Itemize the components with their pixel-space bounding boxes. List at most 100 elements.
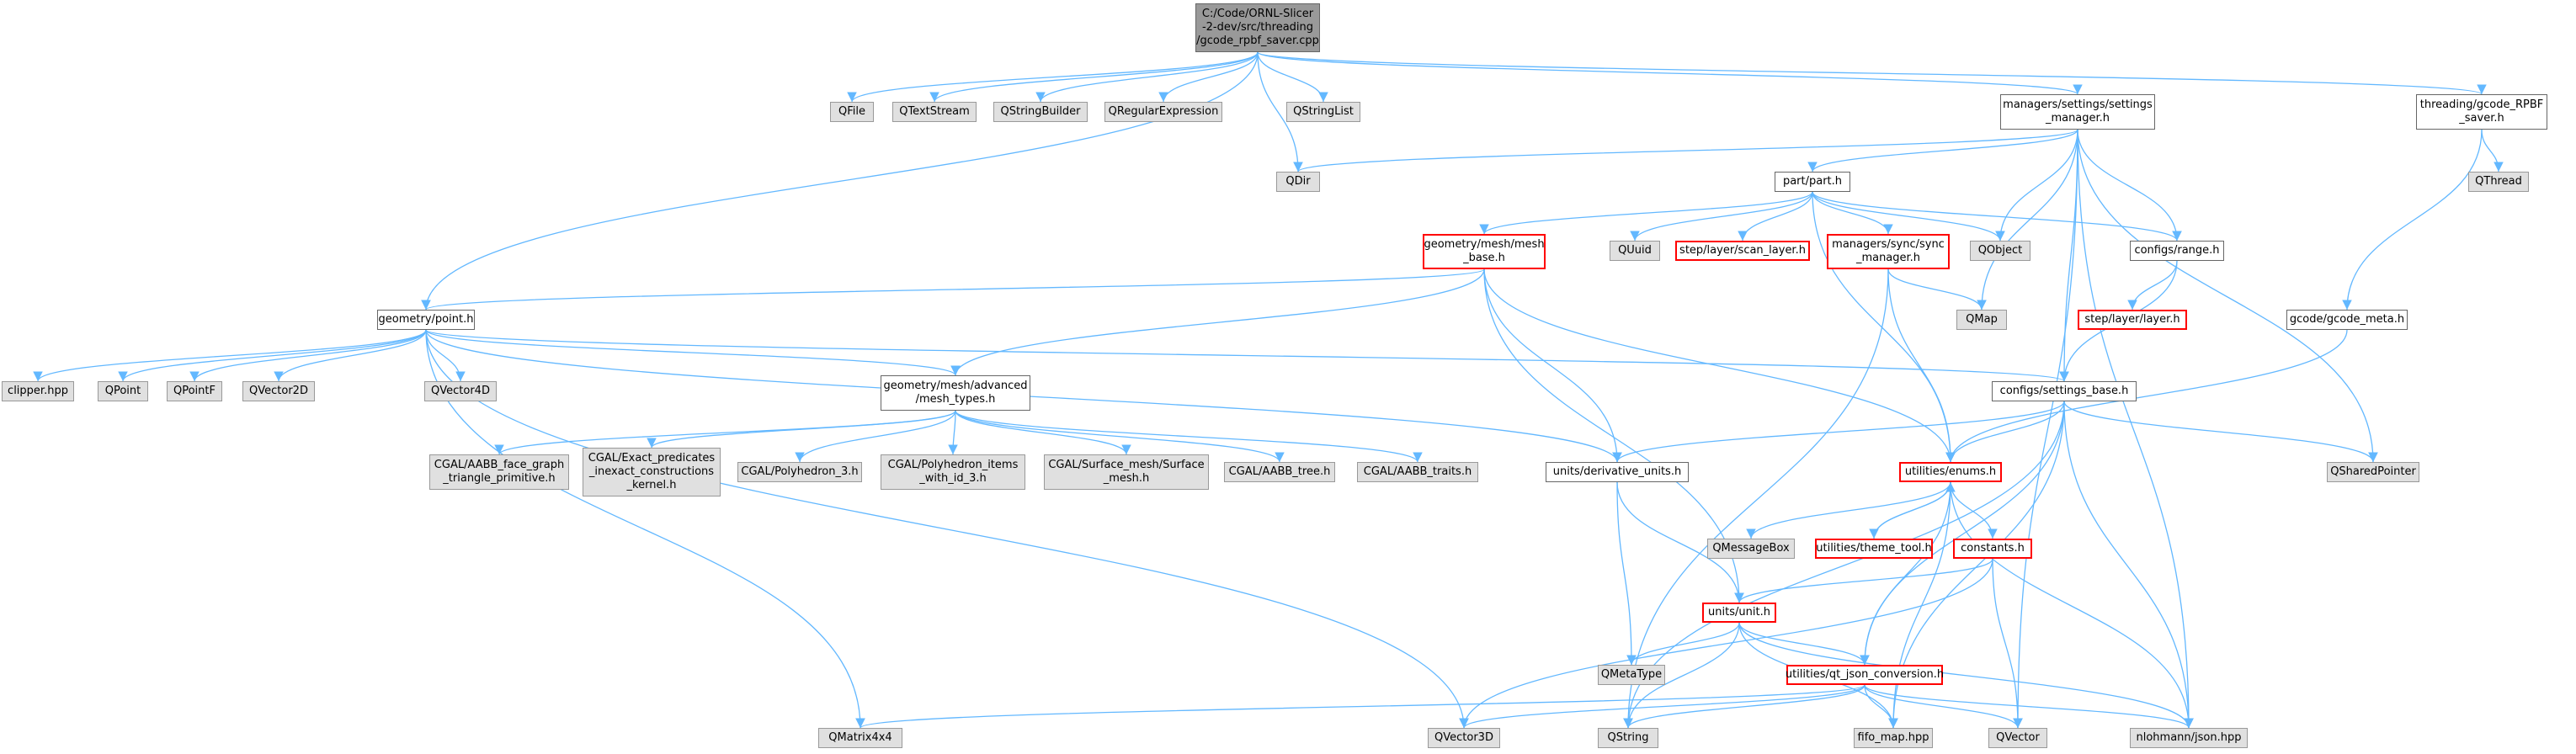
edge-root-to-qstringbuilder — [1035, 51, 1259, 103]
edge-root-to-settings_manager — [1257, 51, 2083, 95]
edge-point-to-clipper — [33, 329, 427, 382]
node-utilities-enums[interactable]: utilities/enums.h — [1899, 462, 2002, 482]
edge-mesh_types-to-aabb_traits — [955, 410, 1423, 463]
node-units-unit[interactable]: units/unit.h — [1702, 603, 1776, 623]
node-theme-tool[interactable]: utilities/theme_tool.h — [1815, 539, 1933, 559]
node-gcode-meta[interactable]: gcode/gcode_meta.h — [2286, 310, 2408, 330]
node-quuid[interactable]: QUuid — [1610, 241, 1660, 261]
edge-unit-to-qt_json — [1738, 622, 1870, 666]
edge-enums-to-qmessagebox — [1746, 481, 1951, 539]
edge-settings_base-to-qt_json — [1860, 401, 2065, 666]
node-geometry-point[interactable]: geometry/point.h — [377, 310, 475, 330]
edge-enums-to-fifo_map — [1888, 481, 1951, 729]
node-settings-manager[interactable]: managers/settings/settings _manager.h — [2000, 94, 2155, 130]
edge-sync_manager-to-qstring — [1623, 268, 1889, 729]
edge-qt_json-to-qstring — [1623, 684, 1865, 729]
edge-part-to-scan_layer — [1738, 191, 1813, 242]
edge-part-to-range — [1812, 191, 2182, 242]
node-qdir[interactable]: QDir — [1276, 172, 1320, 192]
node-qmap[interactable]: QMap — [1956, 310, 2007, 330]
edge-unit-to-qstring — [1623, 622, 1740, 729]
node-derivative-units[interactable]: units/derivative_units.h — [1546, 462, 1689, 482]
node-constants[interactable]: constants.h — [1953, 539, 2032, 559]
edge-settings_manager-to-part — [1807, 129, 2078, 173]
edge-part-to-quuid — [1630, 191, 1813, 242]
edge-qt_json-to-qvector — [1864, 684, 2023, 729]
edge-constants-to-qvector3d — [1459, 558, 1993, 729]
node-qthread[interactable]: QThread — [2468, 172, 2529, 192]
node-scan-layer[interactable]: step/layer/scan_layer.h — [1675, 241, 1810, 261]
edge-root-to-qregularexpression — [1158, 51, 1259, 103]
node-qmessagebox[interactable]: QMessageBox — [1707, 539, 1795, 559]
edge-point-to-qvector4d — [425, 329, 466, 382]
node-qmatrix4x4[interactable]: QMatrix4x4 — [818, 728, 902, 748]
node-cgal-aabb-traits[interactable]: CGAL/AABB_traits.h — [1357, 462, 1478, 482]
edge-threading_saver-to-qthread — [2481, 129, 2504, 173]
edge-point-to-qvector2d — [274, 329, 427, 382]
node-cgal-aabb-face[interactable]: CGAL/AABB_face_graph _triangle_primitive… — [429, 454, 569, 490]
node-sync-manager[interactable]: managers/sync/sync _manager.h — [1827, 234, 1950, 269]
edge-mesh_base-to-enums — [1483, 268, 1956, 463]
edge-unit-to-nlohmann — [1738, 622, 2194, 729]
edge-point-to-qpointf — [189, 329, 427, 382]
node-qvector3d[interactable]: QVector3D — [1428, 728, 1500, 748]
edge-mesh_base-to-derivative_units — [1483, 268, 1622, 463]
node-range[interactable]: configs/range.h — [2130, 241, 2224, 261]
edge-settings_base-to-qsharedpointer — [2063, 401, 2378, 463]
node-fifo-map[interactable]: fifo_map.hpp — [1854, 728, 1933, 748]
root-file-node[interactable]: C:/Code/ORNL-Slicer -2-dev/src/threading… — [1195, 3, 1320, 52]
edge-settings_base-to-nlohmann — [2063, 401, 2194, 729]
node-cgal-polyhedron3[interactable]: CGAL/Polyhedron_3.h — [737, 462, 862, 482]
edge-derivative_units-to-qmetatype — [1616, 481, 1637, 666]
edge-mesh_types-to-surface_mesh — [955, 410, 1131, 455]
node-qstringlist[interactable]: QStringList — [1286, 102, 1360, 122]
edge-part-to-mesh_base — [1479, 191, 1813, 235]
node-settings-base[interactable]: configs/settings_base.h — [1992, 381, 2137, 401]
edge-part-to-qobject — [1812, 191, 2005, 242]
edge-root-to-qtextstream — [929, 51, 1259, 103]
node-qfile[interactable]: QFile — [830, 102, 874, 122]
node-qstring[interactable]: QString — [1598, 728, 1658, 748]
node-qvector2d[interactable]: QVector2D — [242, 381, 315, 401]
edge-settings_base-to-enums — [1945, 401, 2065, 463]
edge-mesh_base-to-point — [421, 268, 1485, 311]
node-mesh-base[interactable]: geometry/mesh/mesh _base.h — [1423, 234, 1546, 269]
edge-enums-to-nlohmann — [1950, 481, 2194, 729]
edge-point-to-qpoint — [118, 329, 427, 382]
node-cgal-exact-predicates[interactable]: CGAL/Exact_predicates _inexact_construct… — [583, 448, 721, 496]
edge-settings_manager-to-qmap — [1977, 129, 2078, 311]
node-qvector[interactable]: QVector — [1988, 728, 2047, 748]
edge-threading_saver-to-gcode_meta — [2342, 129, 2483, 311]
edge-mesh_types-to-aabb_face — [494, 410, 956, 455]
edge-enums-to-constants — [1950, 481, 1998, 539]
node-qmetatype[interactable]: QMetaType — [1598, 665, 1665, 685]
node-cgal-polyhedron-items[interactable]: CGAL/Polyhedron_items _with_id_3.h — [881, 454, 1025, 490]
edge-mesh_base-to-mesh_types — [950, 268, 1485, 376]
node-qregularexpression[interactable]: QRegularExpression — [1104, 102, 1222, 122]
edge-settings_manager-to-qobject — [1995, 129, 2078, 242]
node-cgal-aabb-tree[interactable]: CGAL/AABB_tree.h — [1224, 462, 1335, 482]
edge-settings_manager-to-range — [2077, 129, 2182, 242]
node-cgal-surface-mesh[interactable]: CGAL/Surface_mesh/Surface _mesh.h — [1044, 454, 1209, 490]
edge-point-to-settings_base — [425, 329, 2069, 382]
node-qt-json-conversion[interactable]: utilities/qt_json_conversion.h — [1786, 665, 1944, 685]
node-qvector4d[interactable]: QVector4D — [424, 381, 497, 401]
node-layer[interactable]: step/layer/layer.h — [2078, 310, 2187, 330]
edge-part-to-sync_manager — [1812, 191, 1893, 235]
node-qobject[interactable]: QObject — [1970, 241, 2030, 261]
edge-root-to-threading_saver — [1257, 51, 2487, 95]
node-qstringbuilder[interactable]: QStringBuilder — [993, 102, 1088, 122]
node-mesh-types[interactable]: geometry/mesh/advanced /mesh_types.h — [881, 375, 1030, 411]
node-nlohmann-json[interactable]: nlohmann/json.hpp — [2130, 728, 2248, 748]
node-qsharedpointer[interactable]: QSharedPointer — [2327, 462, 2419, 482]
node-qtextstream[interactable]: QTextStream — [892, 102, 977, 122]
node-clipper[interactable]: clipper.hpp — [2, 381, 74, 401]
node-part[interactable]: part/part.h — [1775, 172, 1850, 192]
node-qpoint[interactable]: QPoint — [98, 381, 148, 401]
node-threading-saver[interactable]: threading/gcode_RPBF _saver.h — [2416, 94, 2547, 130]
node-qpointf[interactable]: QPointF — [167, 381, 222, 401]
edge-sync_manager-to-enums — [1887, 268, 1956, 463]
edge-root-to-qdir — [1257, 51, 1303, 173]
edge-root-to-qstringlist — [1257, 51, 1328, 103]
